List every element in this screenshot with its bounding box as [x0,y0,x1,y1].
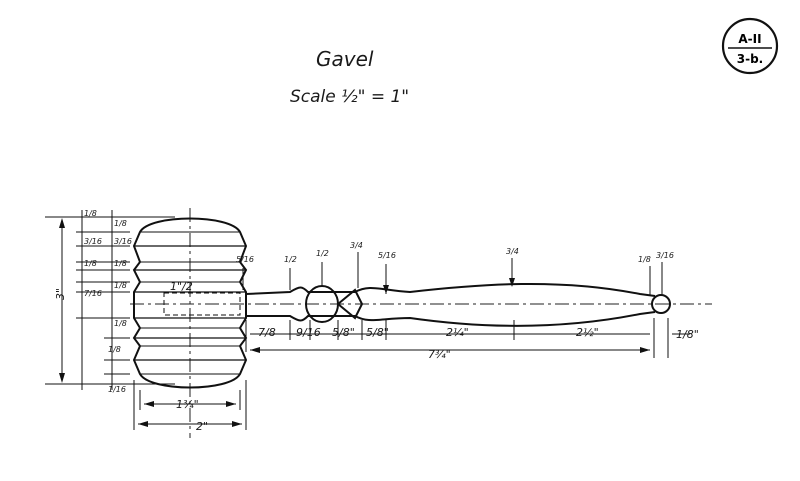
arrowheads [59,218,650,427]
dim-seg-9-16: 9/16 [296,326,321,339]
diameter-label: 3/16 [656,251,674,260]
dim-head-width: 2" [196,420,208,433]
stack-label: 1/8 [114,259,127,268]
stack-label: 7/16 [84,289,102,298]
dim-seg-5-8-b: 5/8" [366,326,389,339]
diameter-label: 5/16 [236,255,254,264]
diameter-label: 1/2 [316,249,329,258]
drawing-title: Gavel [316,47,374,71]
gavel-head [132,217,248,389]
diameter-label: 1/2 [284,255,297,264]
dim-seg-7-8: 7/8 [258,326,276,339]
dim-seg-5-8-a: 5/8" [332,326,355,339]
stack-label: 1/8 [114,281,127,290]
stack-label: 1/8 [114,319,127,328]
plate-number-bottom: 3-b. [737,52,763,66]
stack-label: 1/8 [84,209,97,218]
dim-face-width: 1¾" [176,398,199,411]
drawing-scale: Scale ½" = 1" [290,87,409,107]
diameter-label: 5/16 [378,251,396,260]
stack-label: 1/8 [84,259,97,268]
gavel-handle [245,282,671,327]
dim-bore: 1"/2 [170,280,193,293]
stack-label: 3/16 [114,237,132,246]
stack-label: 1/16 [108,385,126,394]
plate-number-top: A-II [738,32,761,46]
diameter-label: 3/4 [350,241,363,250]
dim-seg-2-1-4: 2¼" [446,326,469,339]
stack-label: 3/16 [84,237,102,246]
diameter-label: 1/8 [638,255,651,264]
dim-handle-total: 7¾" [428,348,451,361]
dim-seg-1-8: 1/8" [676,328,699,341]
handle-diameter-labels: 5/16 1/2 1/2 3/4 5/16 3/4 1/8 3/16 [236,241,674,264]
plate-number-badge: A-II 3-b. [721,17,779,75]
dimension-lines [45,210,690,430]
dim-seg-2-1-2: 2½" [576,326,599,339]
stack-label: 1/8 [114,219,127,228]
left-stack-labels: 1/8 1/8 3/16 3/16 1/8 1/8 7/16 1/8 1/8 1… [84,209,132,394]
stack-label: 1/8 [108,345,121,354]
diameter-label: 3/4 [506,247,519,256]
dim-overall-height: 3" [54,288,67,300]
